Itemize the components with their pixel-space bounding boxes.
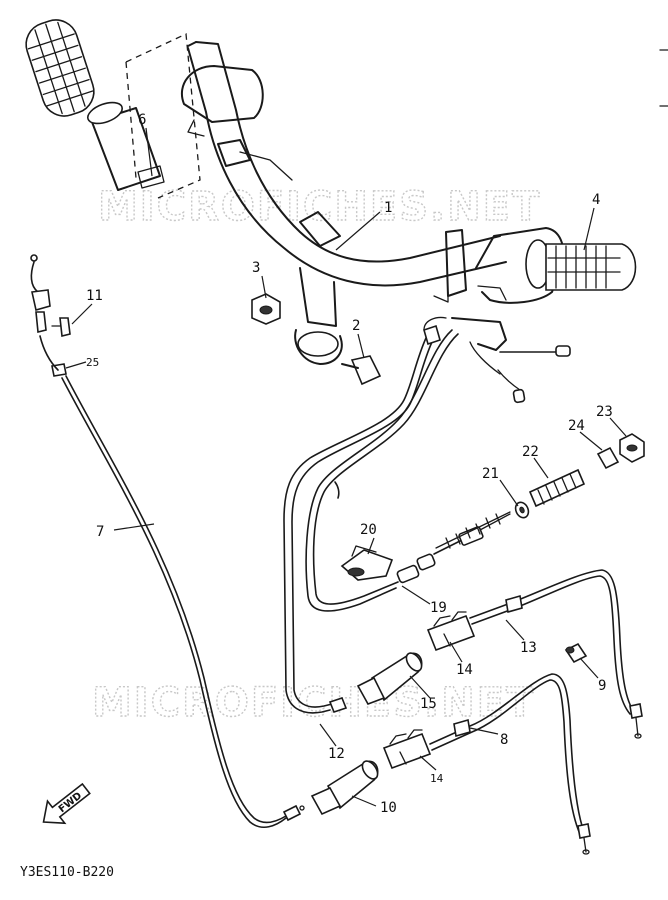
forward-direction-arrow: FWD: [42, 782, 91, 825]
callout-7: 7: [96, 524, 104, 540]
callout-4: 4: [592, 192, 600, 208]
cable-end-fitting-left: [30, 254, 71, 377]
callout-14a: 14: [456, 662, 473, 678]
collar: [564, 642, 588, 664]
callout-9: 9: [598, 678, 606, 694]
cable-holder-upper: [426, 611, 476, 652]
callout-21: 21: [482, 466, 499, 482]
adjuster-parts: [435, 433, 645, 549]
diagram-code: Y3ES110-B220: [20, 865, 114, 880]
boot-lower: [310, 760, 379, 816]
boot-upper: [356, 652, 423, 705]
callout-13: 13: [520, 640, 537, 656]
callout-6: 6: [138, 112, 146, 128]
callout-20: 20: [360, 522, 377, 538]
callout-12: 12: [328, 746, 345, 762]
callout-11: 11: [86, 288, 103, 304]
leader-lines: [65, 127, 627, 807]
cable-holder-lower: [382, 729, 432, 770]
callout-10: 10: [380, 800, 397, 816]
cable-bracket: [451, 317, 571, 404]
callout-22: 22: [522, 444, 539, 460]
callout-2: 2: [352, 318, 360, 334]
callout-23: 23: [596, 404, 613, 420]
edge-marks: [659, 49, 668, 107]
callout-3: 3: [252, 260, 260, 276]
throttle-cable: [39, 335, 305, 829]
callout-15: 15: [420, 696, 437, 712]
cable-8: [429, 673, 591, 855]
cable-13: [469, 569, 643, 739]
left-grip-assembly: [25, 19, 201, 199]
bolt: [341, 355, 382, 386]
watermark-top: MICROFICHES.NET: [98, 184, 541, 230]
cable-with-adjuster: [305, 329, 511, 612]
callout-8: 8: [500, 732, 508, 748]
callout-25: 25: [86, 356, 99, 369]
cable-clip: [340, 545, 394, 581]
callout-14b: 14: [430, 772, 444, 785]
callouts: 1 2 3 4 6 7 8 9 10 11 12 13 14 14 15 19 …: [86, 112, 613, 816]
callout-19: 19: [430, 600, 447, 616]
right-grip: [525, 239, 637, 291]
callout-24: 24: [568, 418, 585, 434]
callout-1: 1: [384, 200, 392, 216]
choke-cable: [283, 316, 447, 714]
nut: [251, 293, 281, 325]
watermark-bottom: MICROFICHES.NET: [92, 680, 535, 726]
